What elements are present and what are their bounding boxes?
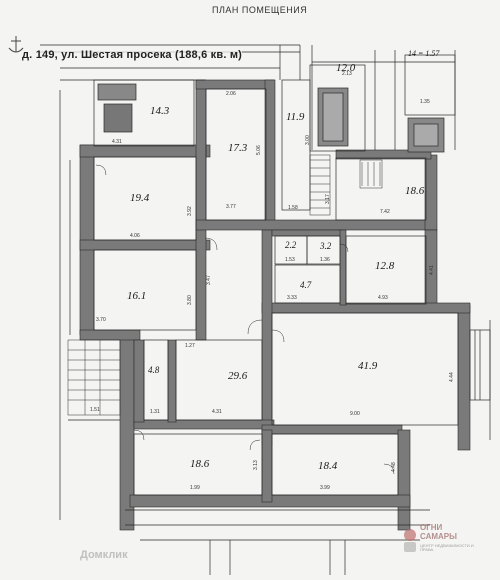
ogni-watermark-line2: САМАРЫ xyxy=(420,532,457,541)
room-area-29-6: 29.6 xyxy=(228,370,248,382)
room-area-18-6-top: 18.6 xyxy=(405,185,425,197)
room-area-14-1-57: 14 = 1.57 xyxy=(408,49,440,58)
dimension-label: 2.13 xyxy=(342,71,352,77)
room-area-4-7: 4.7 xyxy=(300,280,312,290)
dimension-label: 1.53 xyxy=(285,257,295,263)
dimension-label: 3.80 xyxy=(187,295,193,305)
room-area-41-9: 41.9 xyxy=(358,360,378,372)
room-area-17-3: 17.3 xyxy=(228,142,248,154)
dimension-label: 3.17 xyxy=(325,194,331,204)
ogni-samary-logo-icon xyxy=(404,529,416,552)
ogni-watermark-line1: ОГНИ xyxy=(420,523,443,532)
dimension-label: 3.13 xyxy=(253,460,259,470)
dimension-label: 3.77 xyxy=(226,204,236,210)
walls xyxy=(79,79,471,531)
dimension-label: 4.93 xyxy=(378,295,388,301)
dimension-label: 3.33 xyxy=(287,295,297,301)
room-area-2-2: 2.2 xyxy=(285,240,297,250)
room-area-18-4: 18.4 xyxy=(318,460,338,472)
anchor-icon xyxy=(8,36,24,53)
dimension-label: 3.70 xyxy=(96,317,106,323)
dimension-label: 3.99 xyxy=(320,485,330,491)
room-area-12-0: 12.0 xyxy=(336,62,356,74)
room-area-18-6-bottom: 18.6 xyxy=(190,458,210,470)
room-area-3-2: 3.2 xyxy=(320,241,332,251)
dimension-label: 3.92 xyxy=(187,206,193,216)
dimension-label: 1.99 xyxy=(190,485,200,491)
thin-lines xyxy=(40,44,491,575)
dimension-label: 4.31 xyxy=(212,409,222,415)
ogni-watermark-subtitle: ЦЕНТР НЕДВИЖИМОСТИ И ПРАВА xyxy=(420,543,474,552)
dimension-label: 9.00 xyxy=(350,411,360,417)
domclick-watermark: Домклик xyxy=(80,549,128,561)
dimension-label: 1.35 xyxy=(420,99,430,105)
dimension-label: 3.00 xyxy=(305,135,311,145)
dimension-label: 1.36 xyxy=(320,257,330,263)
document-title: ПЛАН ПОМЕЩЕНИЯ xyxy=(212,5,308,15)
dimension-label: 1.58 xyxy=(288,205,298,211)
dimension-label: 4.31 xyxy=(112,139,122,145)
dimension-label: 4.44 xyxy=(449,372,455,382)
dimension-label: 4.06 xyxy=(130,233,140,239)
dimension-label: 1.27 xyxy=(185,343,195,349)
address-header: д. 149, ул. Шестая просека (188,6 кв. м) xyxy=(22,49,243,61)
room-area-4-8: 4.8 xyxy=(148,365,160,375)
dimension-label: 4.48 xyxy=(391,462,397,472)
dimension-label: 1.31 xyxy=(150,409,160,415)
room-area-16-1: 16.1 xyxy=(127,290,147,302)
room-area-12-8: 12.8 xyxy=(375,260,395,272)
room-area-14-3: 14.3 xyxy=(150,105,170,117)
dimension-label: 7.42 xyxy=(380,209,390,215)
door-arcs xyxy=(95,164,395,475)
dimension-label: 3.47 xyxy=(206,275,212,285)
dimension-label: 4.41 xyxy=(429,265,435,275)
dimension-label: 5.06 xyxy=(256,145,262,155)
room-area-19-4: 19.4 xyxy=(130,192,150,204)
dimension-label: 1.51 xyxy=(90,407,100,413)
room-area-11-9: 11.9 xyxy=(286,111,305,123)
dimension-label: 2.06 xyxy=(226,91,236,97)
